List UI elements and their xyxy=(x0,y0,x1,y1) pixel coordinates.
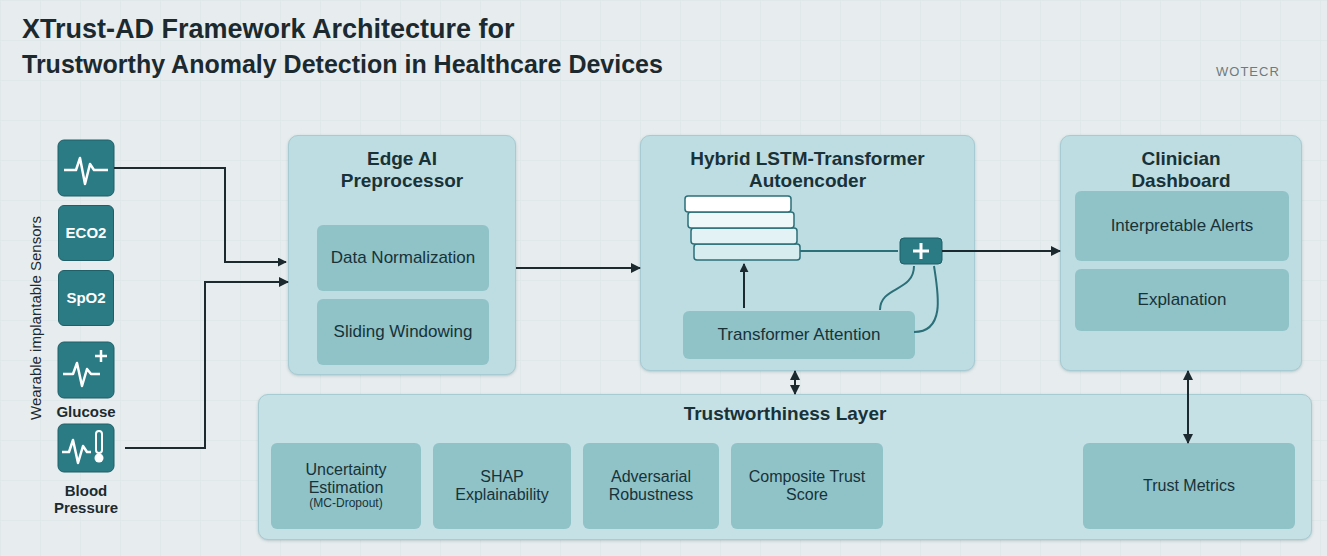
node-text: Explanation xyxy=(1138,290,1227,310)
stack-layer xyxy=(694,244,800,260)
title-wrap: XTrust-AD Framework Architecture for xyxy=(22,14,515,45)
attention-arrow xyxy=(743,264,745,308)
trust-box: SHAP Explainability xyxy=(433,443,571,529)
stack-layer xyxy=(691,228,797,244)
process-box: Interpretable Alerts xyxy=(1075,191,1289,261)
node-text: Clinician Dashboard xyxy=(1111,148,1251,192)
node-text: Trustworthiness Layer xyxy=(684,403,887,425)
node-text: Edge AI Preprocessor xyxy=(327,148,477,192)
group-label: Wearable implantable Sensors xyxy=(27,216,44,420)
module-panel: Edge AI PreprocessorData NormalizationSl… xyxy=(288,135,516,375)
add-symbol xyxy=(900,238,942,264)
node-text: Uncertainty Estimation xyxy=(277,461,415,498)
icon-box xyxy=(58,342,114,398)
stack-layer xyxy=(685,196,791,212)
trust-box: Uncertainty Estimation(MC-Dropout) xyxy=(271,443,421,529)
trust-box: Trust Metrics xyxy=(1083,443,1295,529)
flow-arrow xyxy=(1187,371,1189,443)
network-stack-icon xyxy=(685,196,800,260)
node-text: Blood Pressure xyxy=(47,482,125,517)
node-text: Trust Metrics xyxy=(1143,477,1235,495)
sensor-arrow xyxy=(114,168,286,262)
ecg-wave xyxy=(64,158,108,184)
flow-arrow xyxy=(794,371,796,394)
watermark: WOTECR xyxy=(1216,65,1280,80)
add-box xyxy=(900,238,942,264)
pulse-wave xyxy=(63,363,100,386)
sensor-box: SpO2 xyxy=(58,270,114,326)
module-panel: Clinician DashboardInterpretable AlertsE… xyxy=(1060,135,1302,371)
icon-box xyxy=(58,424,114,472)
diagram-subtitle: Trustworthy Anomaly Detection in Healthc… xyxy=(22,50,663,79)
node-text: Glucose xyxy=(56,403,115,420)
plus-symbol xyxy=(913,243,929,259)
process-box: Data Normalization xyxy=(317,225,489,291)
node-text: Sliding Windowing xyxy=(334,322,473,342)
process-box: Explanation xyxy=(1075,269,1289,331)
ecg-sensor-icon xyxy=(58,140,114,196)
sensor-box: ECO2 xyxy=(58,205,114,261)
glucose-sensor-icon xyxy=(58,342,114,398)
node-text: Transformer Attention xyxy=(718,325,881,345)
flow-arrow xyxy=(516,267,640,269)
node-text: ECO2 xyxy=(66,224,107,241)
node-text: SHAP Explainability xyxy=(439,468,565,505)
diagram-title: XTrust-AD Framework Architecture for xyxy=(22,14,515,45)
stack-layer xyxy=(688,212,794,228)
layer-band: Trustworthiness LayerUncertainty Estimat… xyxy=(258,394,1312,540)
pulse-wave xyxy=(62,440,91,463)
process-box: Transformer Attention xyxy=(683,311,915,359)
thermometer-symbol xyxy=(96,431,102,453)
node-text: Hybrid LSTM-Transformer Autoencoder xyxy=(663,148,953,192)
node-text: Data Normalization xyxy=(331,248,476,268)
blood-pressure-icon xyxy=(58,424,114,472)
node-text: Composite Trust Score xyxy=(737,468,877,505)
stack-to-add-line xyxy=(800,250,898,252)
node-text: SpO2 xyxy=(66,289,105,306)
trust-box: Adversarial Robustness xyxy=(583,443,719,529)
node-text: Adversarial Robustness xyxy=(589,468,713,505)
flow-arrow xyxy=(975,250,1060,252)
thermometer-bulb xyxy=(95,454,104,463)
icon-box xyxy=(58,140,114,196)
node-text: Interpretable Alerts xyxy=(1111,216,1254,236)
add-to-output-line xyxy=(942,250,975,252)
process-box: Sliding Windowing xyxy=(317,299,489,365)
trust-box: Composite Trust Score xyxy=(731,443,883,529)
plus-symbol xyxy=(95,350,107,362)
node-subtext: (MC-Dropout) xyxy=(309,497,382,511)
